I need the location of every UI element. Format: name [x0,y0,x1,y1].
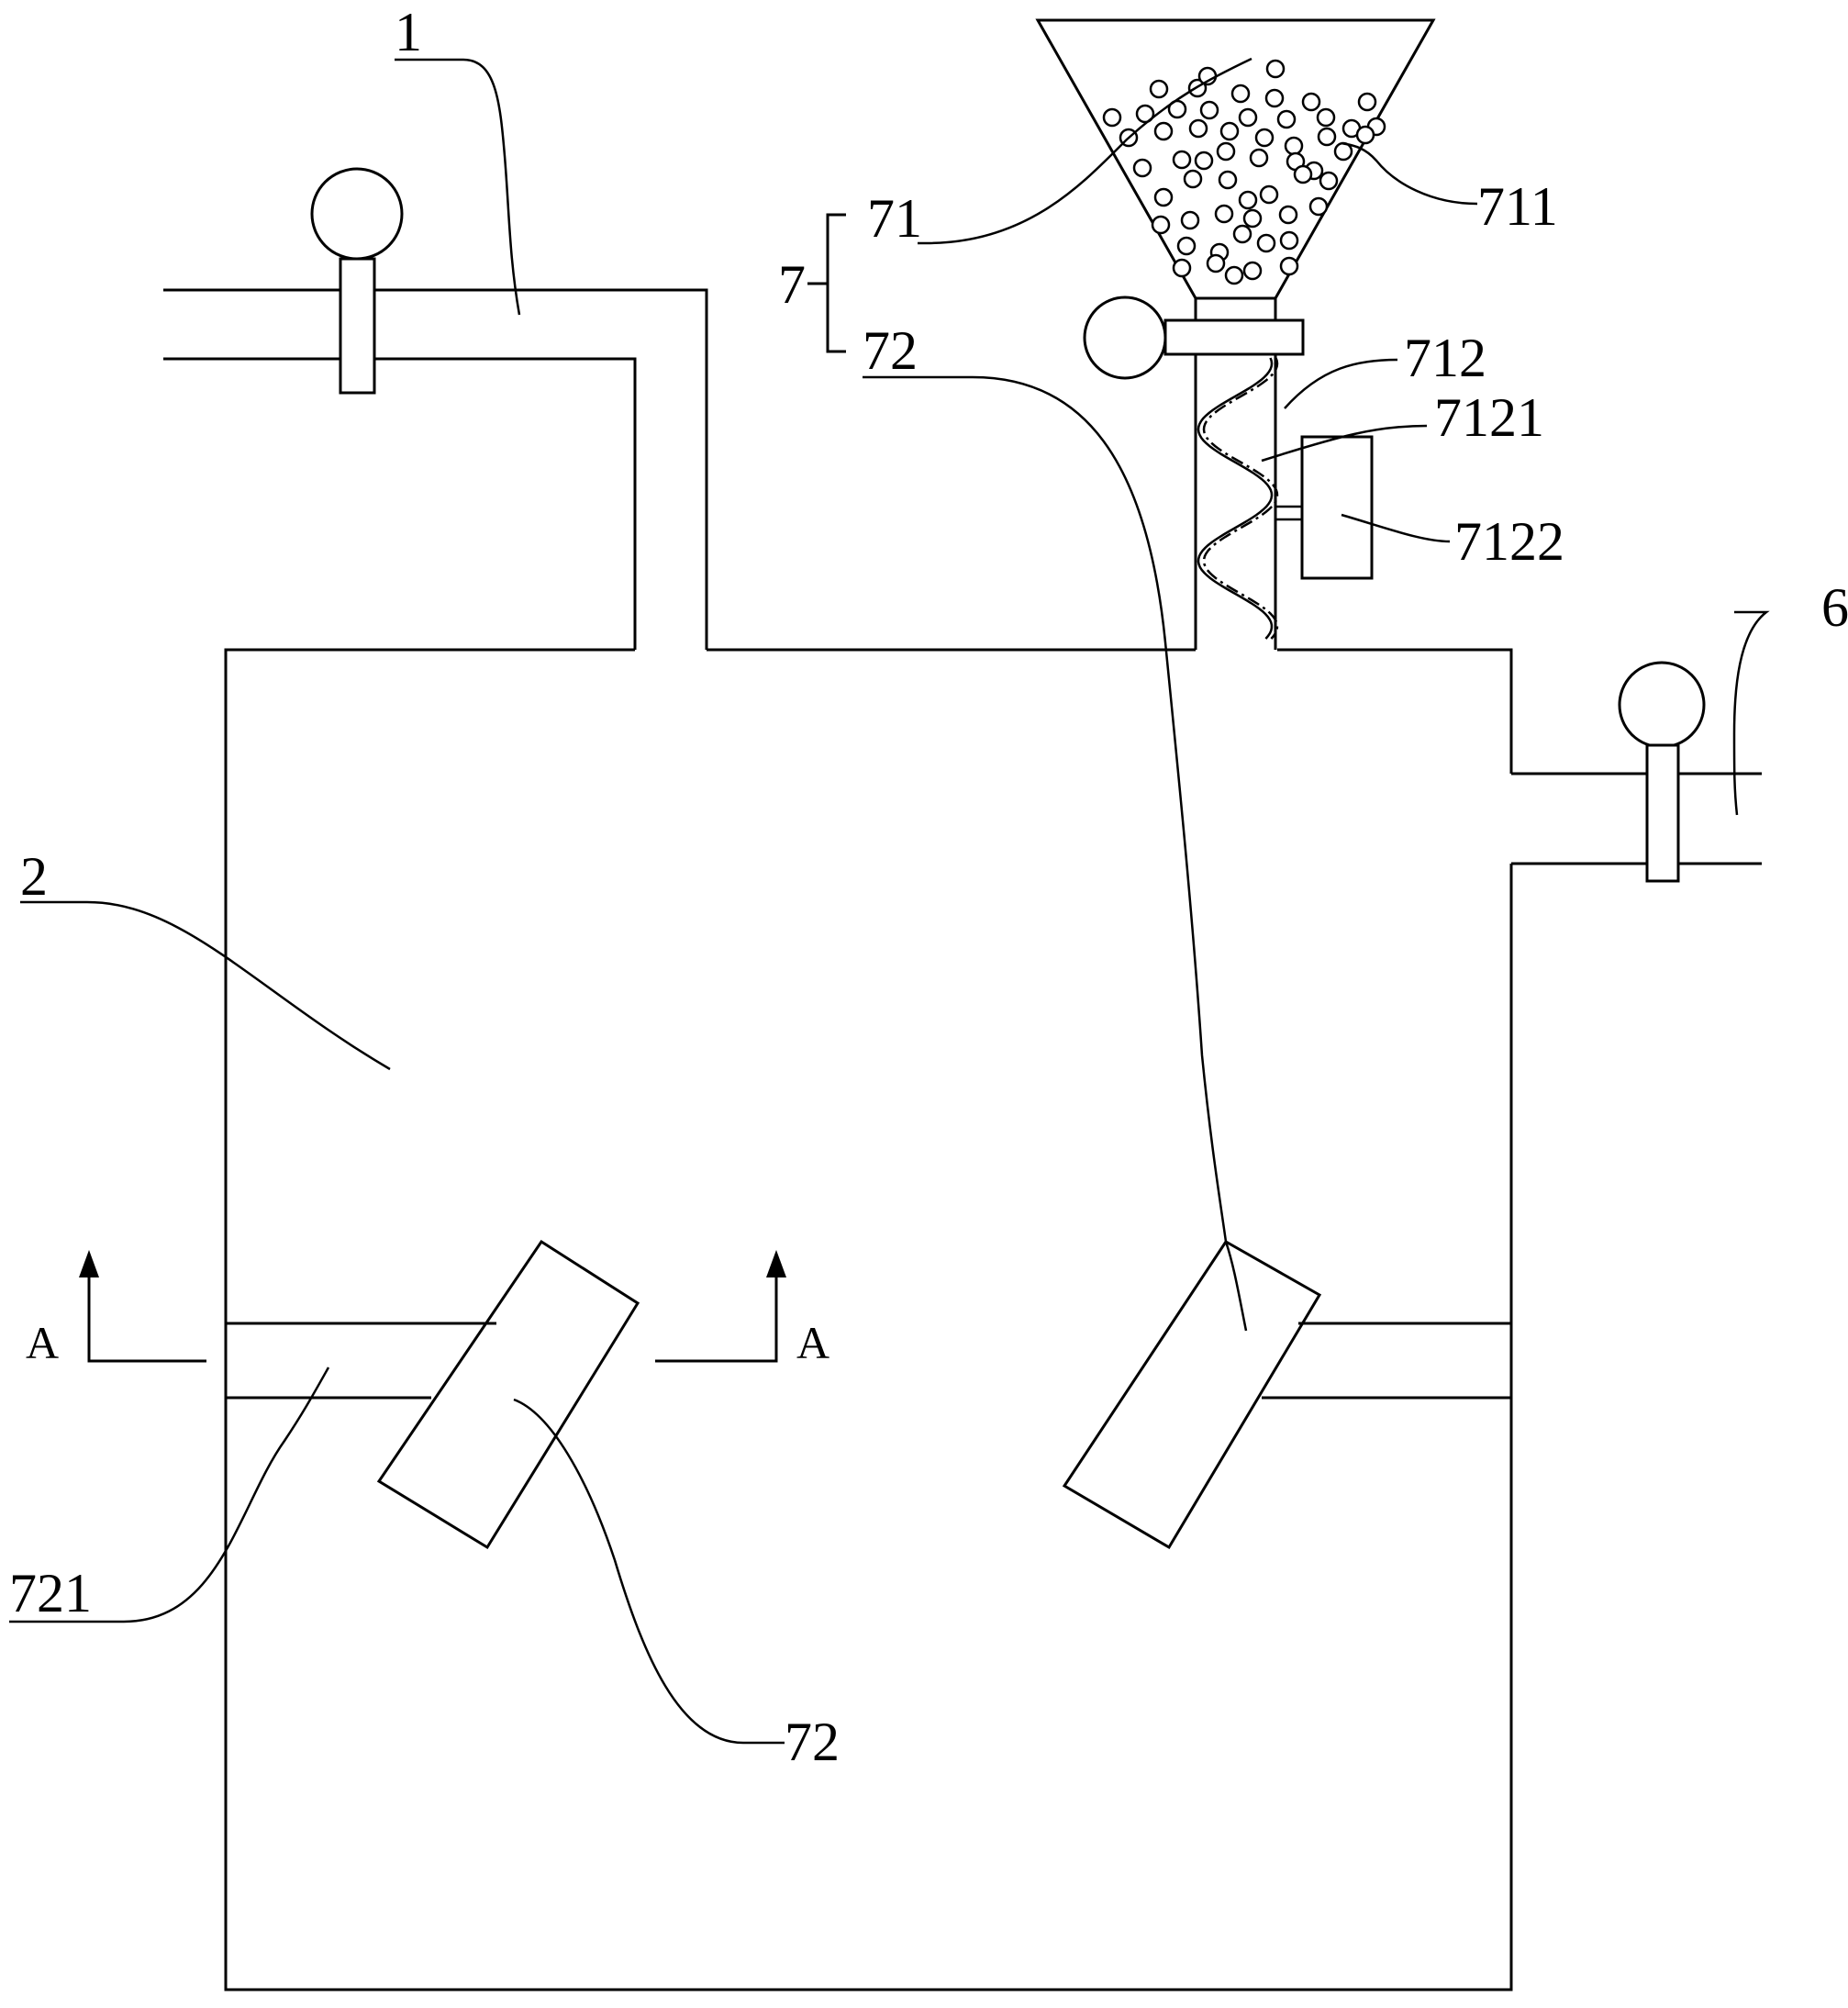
particle [1279,230,1299,251]
label-2: 2 [20,846,48,907]
particle [1293,164,1313,184]
particle [1264,88,1285,108]
label-7122: 7122 [1454,511,1564,572]
particle [1238,190,1258,210]
particle [1180,210,1200,230]
particle [1188,118,1208,139]
inlet-valve [310,167,404,395]
particle [1308,196,1329,217]
group-bracket-7 [807,213,846,353]
hopper-particles [1102,59,1386,285]
outlet-pipe [1511,772,1762,865]
feed-tube [1194,298,1277,650]
particle [1151,215,1171,235]
screw-conveyor [1197,357,1279,640]
section-marker-left [79,1250,206,1363]
particle [1135,104,1155,124]
particle [1232,224,1252,244]
particle [1153,187,1174,207]
label-72-bottom: 72 [785,1712,840,1772]
particle [1153,121,1174,141]
particle [1259,184,1279,205]
particle [1284,136,1304,156]
particle [1172,258,1192,278]
particle [1194,151,1214,171]
particle [1199,100,1219,120]
particle [1218,170,1238,190]
screw-flight [1197,357,1274,640]
cross-duct-left [226,1322,496,1400]
particle [1172,150,1192,170]
particle [1265,59,1286,79]
label-711: 711 [1477,176,1558,237]
particle [1176,236,1197,256]
particle [1278,205,1298,225]
label-712: 712 [1404,328,1486,388]
outlet-valve [1618,661,1706,883]
cross-duct-right [1262,1322,1511,1400]
tank-body [224,648,1513,1991]
particle [1183,169,1203,189]
particle [1276,109,1297,129]
leader-lines [9,57,1770,1745]
particle [1132,158,1152,178]
particle [1301,92,1321,112]
particle [1206,253,1226,273]
label-72-top: 72 [863,320,918,381]
feed-valve [1083,296,1305,380]
particle [1216,141,1236,162]
particle [1279,256,1299,276]
particle [1102,107,1122,128]
particle [1224,265,1244,285]
particle [1249,148,1269,168]
particle [1242,261,1263,281]
label-71: 71 [867,188,922,249]
particle [1230,84,1251,104]
screw-flight [1202,357,1279,640]
particle [1357,92,1377,112]
particle [1256,233,1276,253]
screw-motor [1275,435,1374,580]
label-1: 1 [395,2,422,62]
section-label-left: A [26,1317,59,1368]
particle [1319,171,1339,191]
label-7: 7 [778,254,806,315]
particle [1254,128,1275,148]
tilted-plate-left [376,1239,640,1550]
tilted-plate-right [1062,1240,1322,1550]
particle [1316,107,1336,128]
particle [1317,127,1337,147]
label-721: 721 [9,1563,92,1623]
particle [1242,208,1263,229]
particle [1238,107,1258,128]
inlet-pipe [163,288,708,650]
particle [1355,125,1375,145]
section-label-right: A [796,1317,829,1368]
particle [1149,79,1169,99]
label-7121: 7121 [1434,387,1544,448]
section-marker-right [655,1250,786,1363]
particle [1219,121,1240,141]
particle [1214,204,1234,224]
label-6: 6 [1821,577,1848,638]
